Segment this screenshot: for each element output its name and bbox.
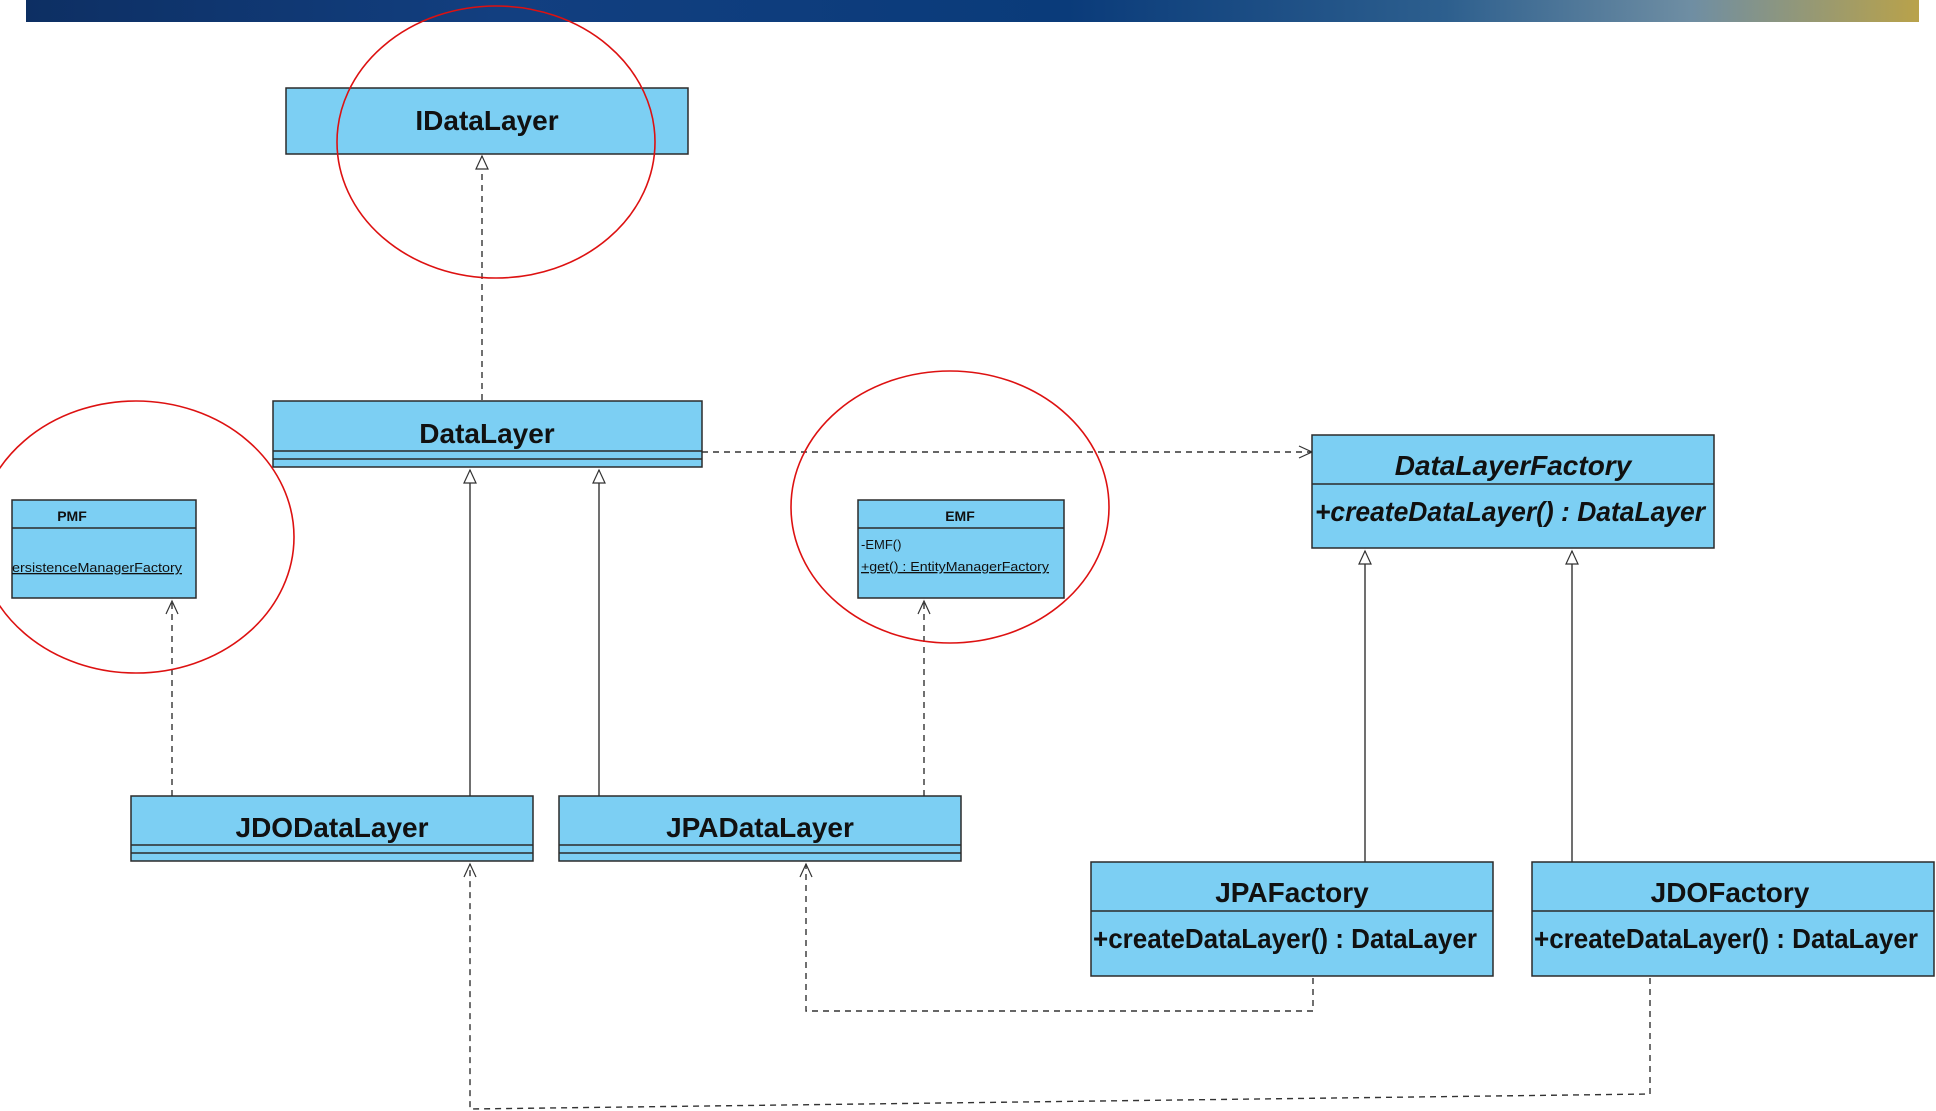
class-jdodatalayer[interactable]: JDODataLayer xyxy=(130,795,534,862)
class-name: PMF xyxy=(57,508,87,524)
connectors xyxy=(165,154,1651,1110)
class-operation: +createDataLayer() : DataLayer xyxy=(1315,496,1707,527)
class-jpafactory[interactable]: JPAFactory +createDataLayer() : DataLaye… xyxy=(1090,861,1494,977)
class-datalayerfactory[interactable]: DataLayerFactory +createDataLayer() : Da… xyxy=(1311,434,1715,549)
highlight-annotations xyxy=(0,5,1110,674)
class-operation: +createDataLayer() : DataLayer xyxy=(1093,923,1477,954)
class-name: EMF xyxy=(945,508,975,524)
class-name: JDOFactory xyxy=(1651,877,1810,908)
class-datalayer[interactable]: DataLayer xyxy=(272,400,703,468)
class-pmf[interactable]: PMF ersistenceManagerFactory xyxy=(11,499,197,599)
class-emf[interactable]: EMF -EMF() +get() : EntityManagerFactory xyxy=(857,499,1065,599)
class-name: DataLayer xyxy=(419,418,555,449)
class-idatalayer[interactable]: IDataLayer xyxy=(285,87,689,155)
class-jpadatalayer[interactable]: JPADataLayer xyxy=(558,795,962,862)
class-operation: +createDataLayer() : DataLayer xyxy=(1534,923,1918,954)
highlight-ellipse-pmf xyxy=(0,400,295,674)
class-attribute: ersistenceManagerFactory xyxy=(12,560,183,575)
class-name: DataLayerFactory xyxy=(1395,450,1633,481)
class-operation: +get() : EntityManagerFactory xyxy=(861,559,1050,574)
highlight-ellipse-idatalayer xyxy=(336,5,656,279)
class-attribute: -EMF() xyxy=(861,537,901,552)
dependency-jpafactory-jpadatalayer xyxy=(799,862,1314,1012)
dependency-jdofactory-jdodatalayer xyxy=(463,862,1651,1110)
class-name: JPADataLayer xyxy=(666,812,854,843)
class-jdofactory[interactable]: JDOFactory +createDataLayer() : DataLaye… xyxy=(1531,861,1935,977)
highlight-ellipse-emf xyxy=(790,370,1110,644)
class-name: JPAFactory xyxy=(1215,877,1369,908)
class-name: JDODataLayer xyxy=(236,812,429,843)
class-name: IDataLayer xyxy=(415,105,558,136)
